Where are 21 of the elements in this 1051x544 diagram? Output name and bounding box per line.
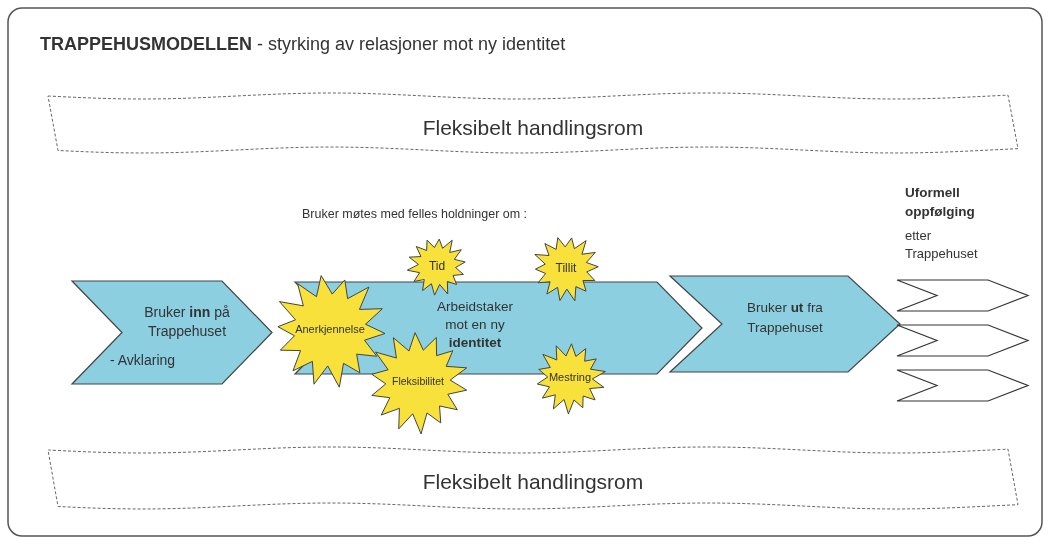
- star-label: Mestring: [547, 370, 593, 385]
- starburst: [407, 236, 467, 296]
- shape-label: Arbeidstaker mot en ny identitet: [436, 298, 514, 353]
- shape-label: Bruker ut fra Trappehuset: [746, 299, 824, 338]
- side-heading: Uformell oppfølging: [905, 184, 976, 221]
- star-label: Tillit: [554, 260, 578, 277]
- intro-text: Bruker møtes med felles holdninger om :: [302, 206, 528, 223]
- starburst: [534, 342, 606, 414]
- chevron-outline: [897, 370, 1028, 401]
- star-label: Tid: [427, 258, 447, 275]
- process-step: [670, 276, 900, 372]
- side-text: etter Trappehuset: [905, 227, 979, 264]
- starburst: [532, 234, 600, 302]
- chevron-outline: [897, 280, 1028, 311]
- process-step: [72, 281, 272, 384]
- star-label: Fleksibilitet: [391, 374, 445, 389]
- chevron-outline: [897, 325, 1028, 356]
- title: TRAPPEHUSMODELLEN - styrking av relasjoner mot ny identitet: [40, 34, 566, 55]
- shape-label: - Avklaring: [110, 351, 177, 370]
- star-label: Anerkjennelse: [294, 322, 366, 337]
- shape-label: Bruker inn på Trappehuset: [143, 303, 231, 341]
